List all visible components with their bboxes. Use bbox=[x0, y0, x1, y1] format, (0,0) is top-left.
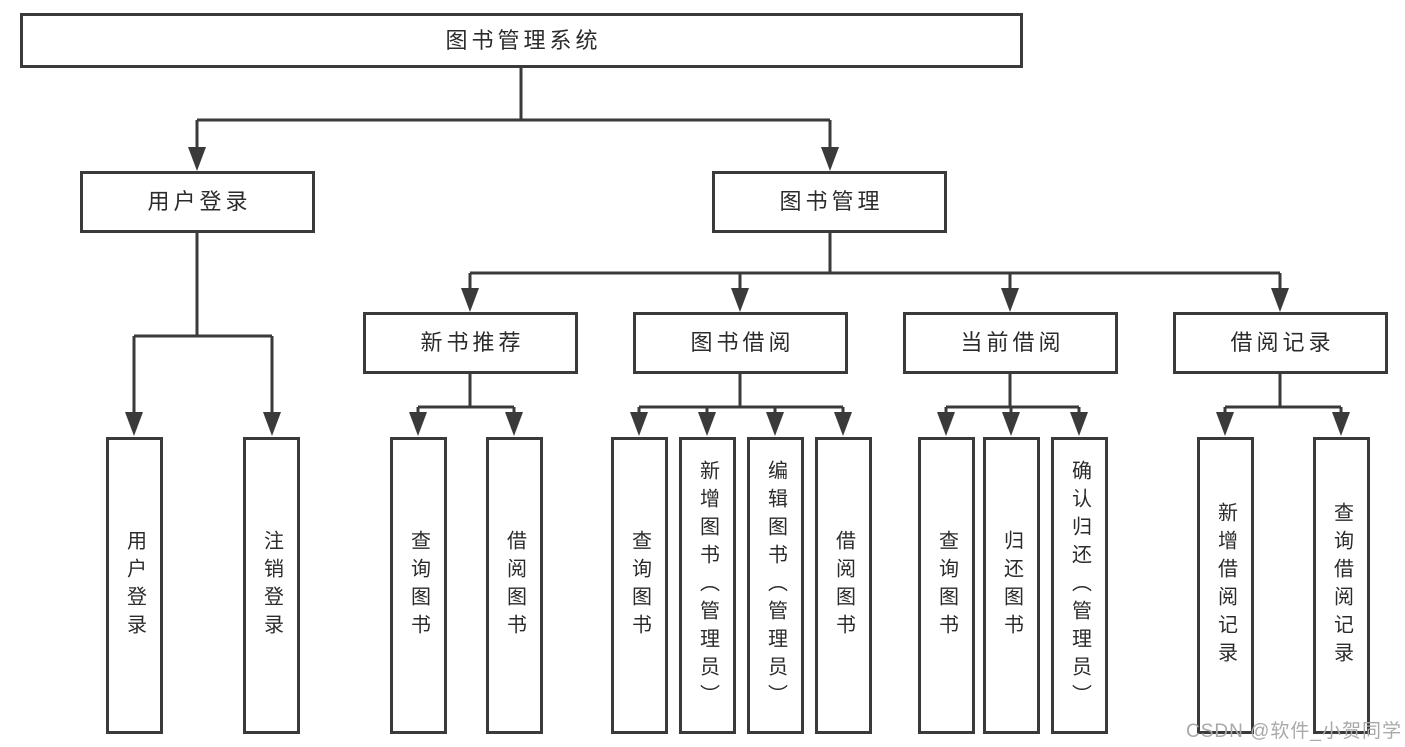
leaf-query-borrow-record: 查询借阅记录 bbox=[1313, 437, 1370, 734]
arrowhead-icon bbox=[834, 412, 852, 436]
node-current-borrow: 当前借阅 bbox=[903, 312, 1118, 374]
arrowhead-icon bbox=[188, 147, 206, 171]
leaf-user-login: 用户登录 bbox=[106, 437, 163, 734]
connector-book-borrow bbox=[637, 374, 845, 414]
arrowhead-icon bbox=[125, 412, 143, 436]
leaf-borrow-books: 借阅图书 bbox=[815, 437, 872, 734]
arrowhead-icon bbox=[1216, 412, 1234, 436]
node-new-book-recommend: 新书推荐 bbox=[363, 312, 578, 374]
arrowhead-icon bbox=[409, 412, 427, 436]
connector-borrow-records bbox=[1223, 374, 1343, 414]
leaf-confirm-return-admin: 确认归还（管理员） bbox=[1051, 437, 1108, 734]
node-user-login: 用户登录 bbox=[80, 171, 315, 233]
leaf-query-books-borrow: 查询图书 bbox=[611, 437, 668, 734]
leaf-query-books-recommend: 查询图书 bbox=[390, 437, 447, 734]
node-root: 图书管理系统 bbox=[20, 13, 1023, 68]
arrowhead-icon bbox=[937, 412, 955, 436]
leaf-borrow-books-recommend: 借阅图书 bbox=[486, 437, 543, 734]
connector-current-borrow bbox=[944, 374, 1081, 414]
connector-new-book-recommend bbox=[416, 374, 516, 414]
arrowhead-icon bbox=[630, 412, 648, 436]
arrowhead-icon bbox=[731, 288, 749, 312]
node-book-management: 图书管理 bbox=[712, 171, 947, 233]
arrowhead-icon bbox=[1271, 288, 1289, 312]
node-borrow-records: 借阅记录 bbox=[1173, 312, 1388, 374]
arrowhead-icon bbox=[461, 288, 479, 312]
leaf-edit-book-admin: 编辑图书（管理员） bbox=[747, 437, 804, 734]
arrowhead-icon bbox=[1070, 412, 1088, 436]
arrowhead-icon bbox=[766, 412, 784, 436]
arrowhead-icon bbox=[263, 412, 281, 436]
connector-user-login bbox=[132, 233, 274, 414]
arrowhead-icon bbox=[698, 412, 716, 436]
arrowhead-icon bbox=[1002, 412, 1020, 436]
arrowhead-icon bbox=[505, 412, 523, 436]
connector-book-management bbox=[468, 233, 1282, 290]
leaf-logout: 注销登录 bbox=[243, 437, 300, 734]
node-book-borrow: 图书借阅 bbox=[633, 312, 848, 374]
arrowhead-icon bbox=[1001, 288, 1019, 312]
csdn-watermark: CSDN @软件_小贺同学 bbox=[1186, 721, 1402, 742]
connector-root bbox=[195, 68, 832, 150]
arrowhead-icon bbox=[1332, 412, 1350, 436]
leaf-add-borrow-record: 新增借阅记录 bbox=[1197, 437, 1254, 734]
leaf-query-books-current: 查询图书 bbox=[918, 437, 975, 734]
leaf-add-book-admin: 新增图书（管理员） bbox=[679, 437, 736, 734]
arrowhead-icon bbox=[821, 147, 839, 171]
leaf-return-book: 归还图书 bbox=[983, 437, 1040, 734]
